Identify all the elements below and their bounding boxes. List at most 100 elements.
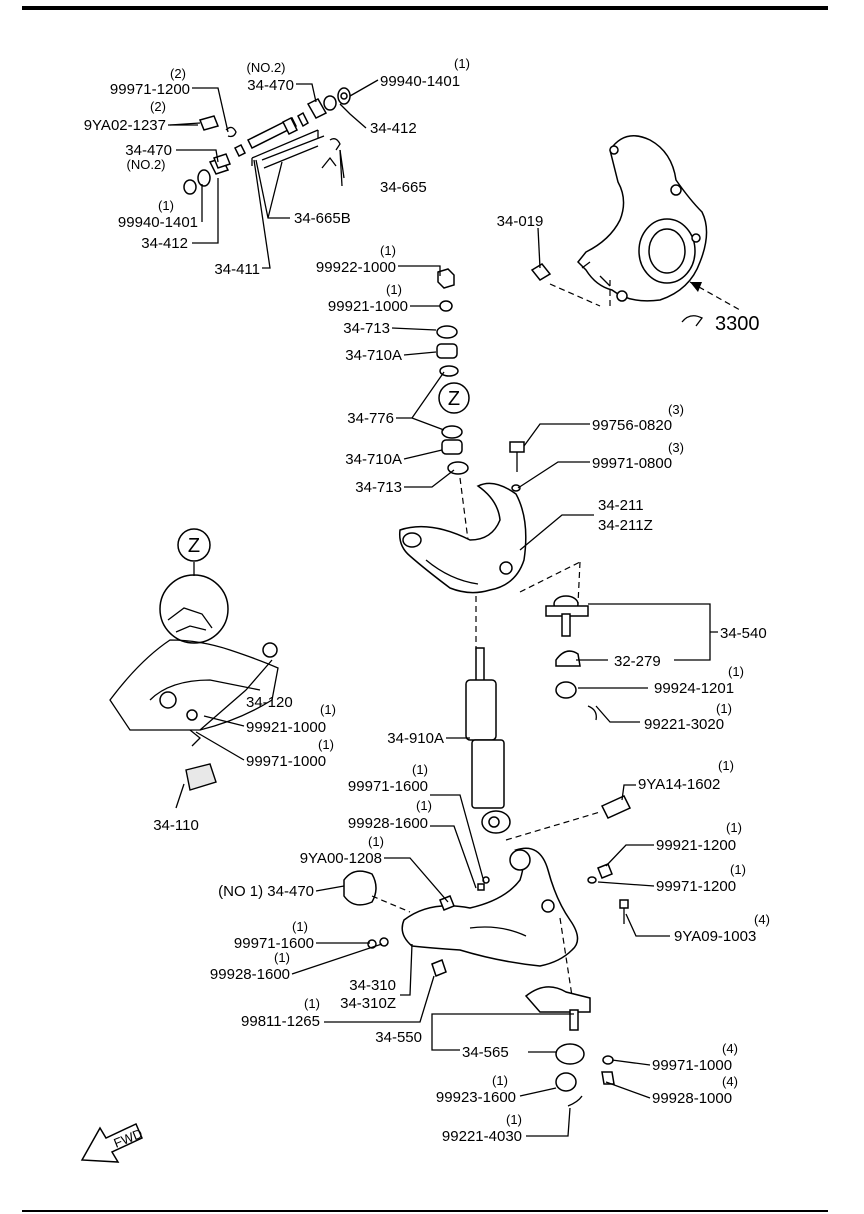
stabilizer-link-assembly bbox=[169, 87, 351, 195]
part-number[interactable]: 9YA02-1237 bbox=[84, 117, 166, 134]
part-number[interactable]: 99756-0820 bbox=[592, 417, 672, 434]
part-number[interactable]: 9YA09-1003 bbox=[674, 928, 756, 945]
part-number[interactable]: 34-211Z bbox=[598, 517, 653, 534]
part-number[interactable]: 99928-1600 bbox=[210, 966, 290, 983]
part-number[interactable]: 34-120 bbox=[246, 694, 293, 711]
part-number[interactable]: 99940-1401 bbox=[380, 73, 460, 90]
part-number[interactable]: 99924-1201 bbox=[654, 680, 734, 697]
label-qty: (4) bbox=[722, 1074, 738, 1089]
part-number[interactable]: 99971-1600 bbox=[234, 935, 314, 952]
label-qty: (NO.2) bbox=[127, 157, 166, 172]
part-number[interactable]: 9YA00-1208 bbox=[300, 850, 382, 867]
part-number[interactable]: 34-310Z bbox=[340, 995, 396, 1012]
parts-artwork bbox=[80, 87, 741, 1163]
part-number[interactable]: 99971-1000 bbox=[246, 753, 326, 770]
label-qty: (3) bbox=[668, 440, 684, 455]
upper-control-arm bbox=[398, 441, 581, 650]
label-qty: (1) bbox=[386, 282, 402, 297]
part-number[interactable]: 34-310 bbox=[349, 977, 396, 994]
part-number[interactable]: 99928-1600 bbox=[348, 815, 428, 832]
callout-z-inset bbox=[177, 528, 211, 562]
label-qty: (1) bbox=[492, 1073, 508, 1088]
part-number[interactable]: 34-211 bbox=[598, 497, 644, 514]
part-number[interactable]: 34-110 bbox=[153, 817, 199, 834]
label-qty: (1) bbox=[718, 758, 734, 773]
label-qty: (1) bbox=[716, 701, 732, 716]
part-number[interactable]: 34-470 bbox=[247, 77, 294, 94]
label-qty: (1) bbox=[274, 950, 290, 965]
label-qty: (1) bbox=[380, 243, 396, 258]
callout-z-upper bbox=[438, 382, 470, 414]
forward-arrow bbox=[80, 1122, 143, 1163]
part-number[interactable]: 34-910A bbox=[387, 730, 444, 747]
part-number[interactable]: 34-713 bbox=[343, 320, 390, 337]
part-labels: (2) 99971-1200 (2) 9YA02-1237 34-470 (NO… bbox=[84, 56, 770, 1145]
label-qty: (2) bbox=[150, 99, 166, 114]
label-qty: (1) bbox=[158, 198, 174, 213]
part-number[interactable]: 99971-1600 bbox=[348, 778, 428, 795]
part-number[interactable]: 34-550 bbox=[375, 1029, 422, 1046]
label-qty: (4) bbox=[754, 912, 770, 927]
part-number[interactable]: 99971-1200 bbox=[656, 878, 736, 895]
label-qty: (1) bbox=[454, 56, 470, 71]
shock-mount-stack bbox=[436, 268, 469, 541]
part-number[interactable]: 34-470 bbox=[125, 142, 172, 159]
part-number[interactable]: 34-713 bbox=[355, 479, 402, 496]
fwd-label: FWD bbox=[112, 1126, 145, 1151]
part-number[interactable]: 99811-1265 bbox=[241, 1013, 320, 1030]
label-qty: (1) bbox=[318, 737, 334, 752]
label-qty: (1) bbox=[726, 820, 742, 835]
label-qty: (1) bbox=[728, 664, 744, 679]
part-number[interactable]: 34-411 bbox=[214, 261, 260, 278]
steering-knuckle bbox=[530, 135, 741, 311]
label-qty: (1) bbox=[368, 834, 384, 849]
part-number[interactable]: 34-665 bbox=[380, 179, 427, 196]
label-qty: (1) bbox=[292, 919, 308, 934]
part-number[interactable]: 34-565 bbox=[462, 1044, 509, 1061]
part-number[interactable]: 99922-1000 bbox=[316, 259, 396, 276]
label-qty: (1) bbox=[730, 862, 746, 877]
part-number[interactable]: 99971-1200 bbox=[110, 81, 190, 98]
label-qty: (1) bbox=[412, 762, 428, 777]
leader-lines bbox=[168, 79, 718, 1137]
part-number[interactable]: 32-279 bbox=[614, 653, 661, 670]
part-number[interactable]: (NO 1) 34-470 bbox=[218, 883, 314, 900]
part-number[interactable]: 99928-1000 bbox=[652, 1090, 732, 1107]
part-number[interactable]: 34-540 bbox=[720, 625, 767, 642]
part-number[interactable]: 34-665B bbox=[294, 210, 351, 227]
part-number[interactable]: 99940-1401 bbox=[118, 214, 198, 231]
lower-ball-joint bbox=[524, 986, 615, 1107]
part-number[interactable]: 34-710A bbox=[345, 347, 402, 364]
part-number[interactable]: 34-019 bbox=[497, 213, 544, 230]
service-reference: 3300 bbox=[715, 313, 760, 335]
top-border bbox=[22, 6, 828, 10]
part-number[interactable]: 34-710A bbox=[345, 451, 402, 468]
part-number[interactable]: 34-776 bbox=[347, 410, 394, 427]
part-number[interactable]: 99971-0800 bbox=[592, 455, 672, 472]
label-qty: (1) bbox=[304, 996, 320, 1011]
label-qty: (1) bbox=[416, 798, 432, 813]
part-number[interactable]: 99921-1000 bbox=[246, 719, 326, 736]
callout-z-upper-text: Z bbox=[448, 388, 460, 410]
upper-ball-joint bbox=[545, 595, 597, 721]
label-qty: (2) bbox=[170, 66, 186, 81]
service-ref-icon bbox=[681, 315, 703, 327]
label-qty: (1) bbox=[320, 702, 336, 717]
bottom-border bbox=[22, 1210, 828, 1212]
part-number[interactable]: 99971-1000 bbox=[652, 1057, 732, 1074]
lower-control-arm bbox=[343, 795, 632, 997]
part-number[interactable]: 34-412 bbox=[370, 120, 417, 137]
part-number[interactable]: 9YA14-1602 bbox=[638, 776, 720, 793]
part-number[interactable]: 99221-4030 bbox=[442, 1128, 522, 1145]
part-number[interactable]: 99923-1600 bbox=[436, 1089, 516, 1106]
label-qty: (3) bbox=[668, 402, 684, 417]
callout-z-inset-text: Z bbox=[188, 535, 200, 557]
part-number[interactable]: 34-412 bbox=[141, 235, 188, 252]
label-qty: (1) bbox=[506, 1112, 522, 1127]
part-number[interactable]: 99921-1000 bbox=[328, 298, 408, 315]
label-qty: (NO.2) bbox=[247, 60, 286, 75]
inset-detail-z bbox=[109, 562, 279, 809]
part-number[interactable]: 99221-3020 bbox=[644, 716, 724, 733]
part-number[interactable]: 99921-1200 bbox=[656, 837, 736, 854]
